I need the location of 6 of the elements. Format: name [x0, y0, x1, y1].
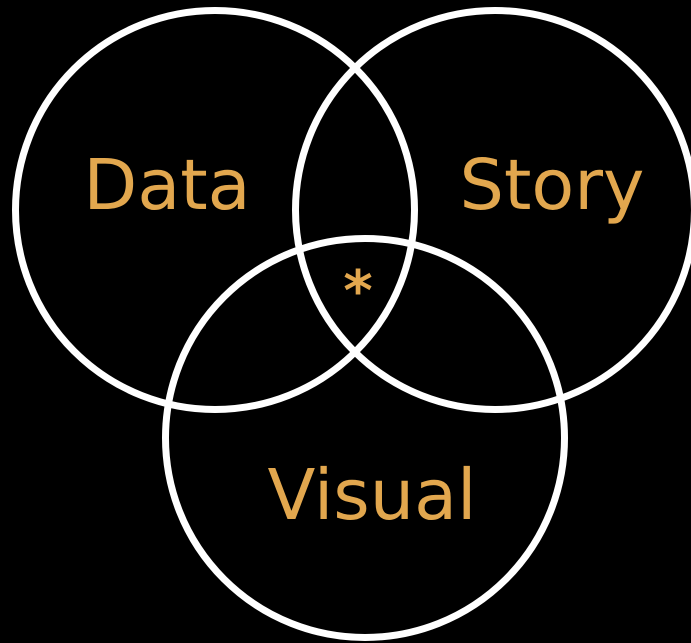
circle-label: Visual: [268, 460, 476, 530]
intersection-mark: *: [343, 264, 373, 320]
venn-circle: [12, 7, 418, 413]
circle-label: Data: [83, 150, 251, 220]
venn-circle: [292, 7, 691, 413]
venn-circle: [162, 235, 568, 641]
